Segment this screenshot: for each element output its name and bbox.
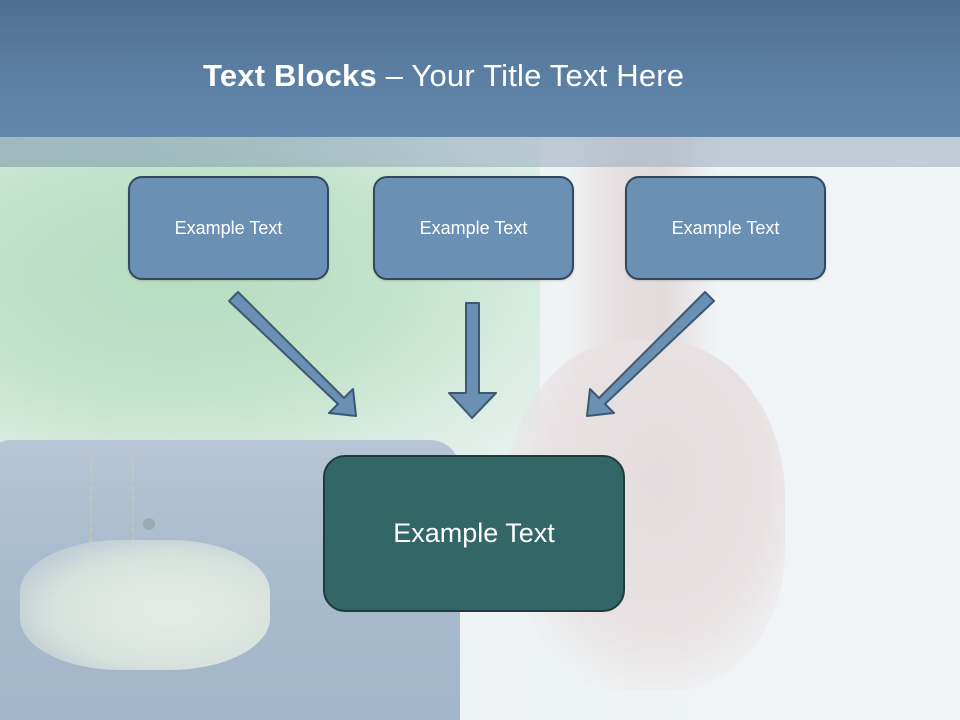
jeans-rivet <box>143 518 155 530</box>
title-banner <box>0 0 960 137</box>
text-block-1-label: Example Text <box>174 217 283 238</box>
arrow-down-left-icon <box>586 291 715 417</box>
text-block-2[interactable]: Example Text <box>373 176 574 280</box>
empty-pocket <box>20 540 270 670</box>
text-block-1[interactable]: Example Text <box>128 176 329 280</box>
main-text-block-label: Example Text <box>393 518 555 548</box>
text-block-3[interactable]: Example Text <box>625 176 826 280</box>
title-rest-part: – Your Title Text Here <box>376 58 685 93</box>
text-block-2-label: Example Text <box>419 217 528 238</box>
title-bold-part: Text Blocks <box>203 58 377 93</box>
banner-strip <box>0 137 960 167</box>
arrow-down-right-icon <box>228 291 357 417</box>
arrow-down-icon <box>448 302 497 419</box>
main-text-block[interactable]: Example Text <box>323 455 625 612</box>
text-block-3-label: Example Text <box>671 217 780 238</box>
jeans-stitching <box>90 455 134 575</box>
slide-title: Text Blocks – Your Title Text Here <box>203 54 684 98</box>
